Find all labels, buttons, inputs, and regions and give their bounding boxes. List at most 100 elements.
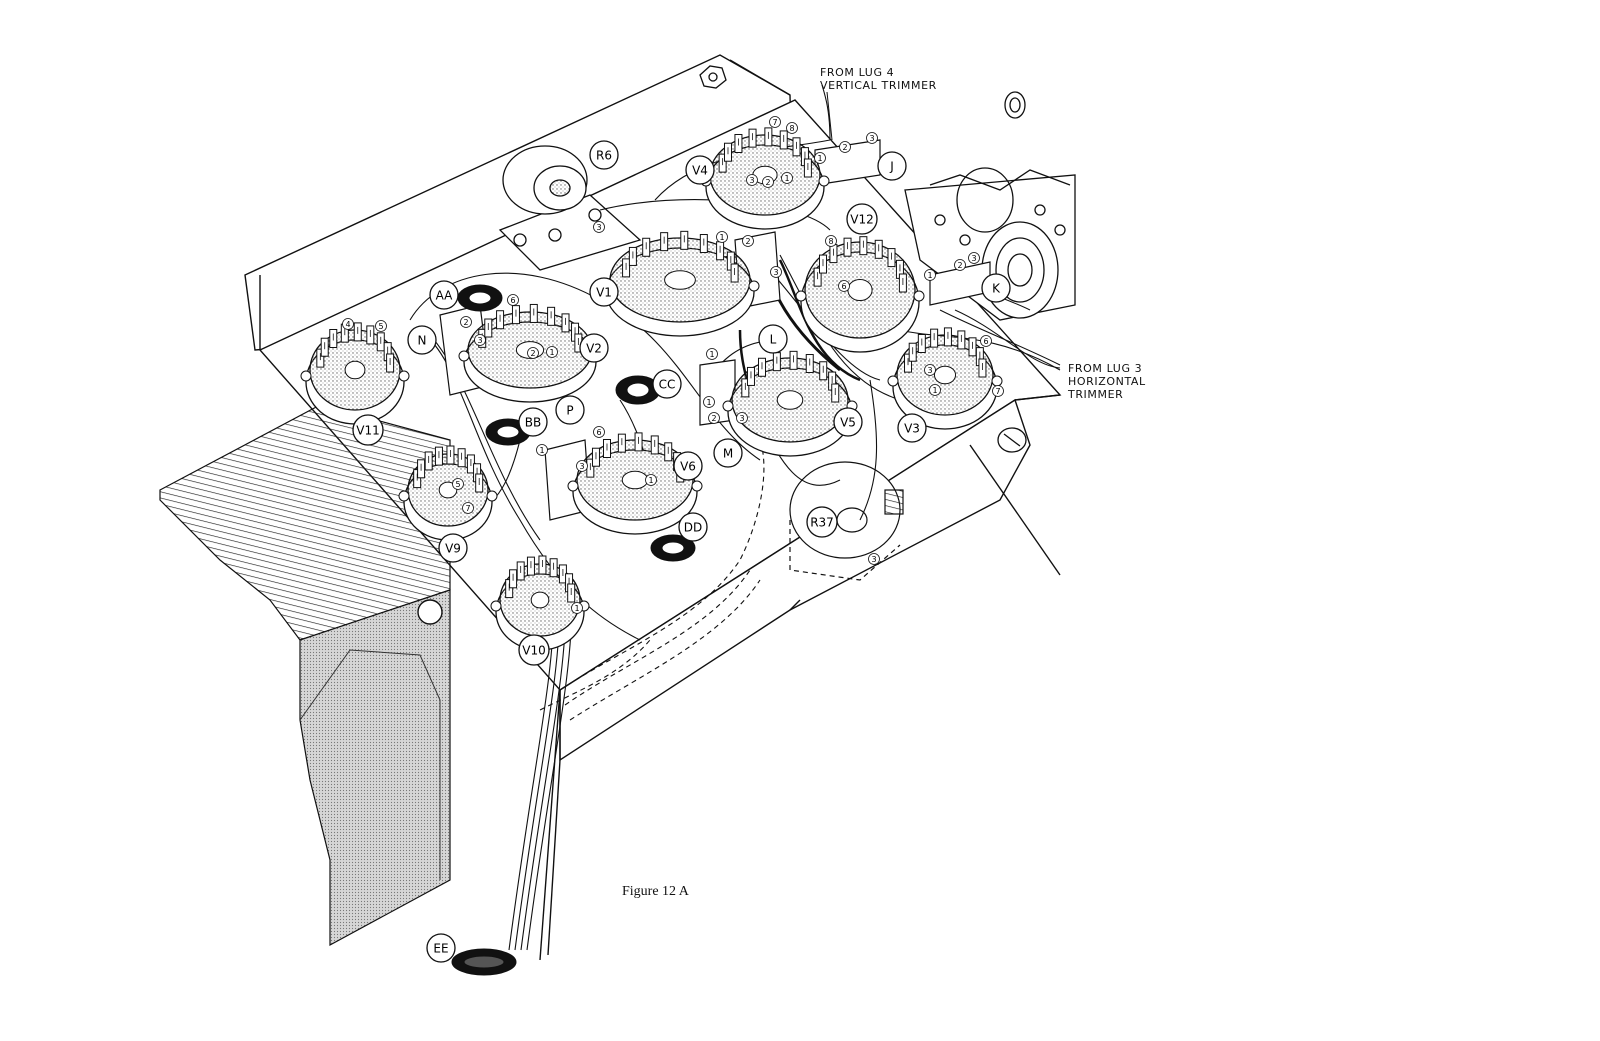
pin-marker: 7	[462, 502, 474, 514]
callout-r37: R37	[806, 506, 838, 538]
callout-text: V6	[680, 460, 696, 474]
pin-marker: 1	[929, 384, 941, 396]
svg-text:1: 1	[709, 350, 714, 359]
svg-text:3: 3	[869, 134, 874, 143]
svg-text:1: 1	[648, 476, 653, 485]
svg-text:1: 1	[927, 271, 932, 280]
callout-v11: V11	[352, 414, 384, 446]
callout-v12: V12	[846, 203, 878, 235]
socket-v3	[887, 327, 1003, 430]
pin-marker: 1	[645, 474, 657, 486]
callout-text: V9	[445, 542, 461, 556]
pin-marker: 1	[703, 396, 715, 408]
svg-text:7: 7	[465, 504, 470, 513]
note-line: VERTICAL TRIMMER	[820, 79, 937, 92]
svg-text:5: 5	[455, 480, 460, 489]
svg-text:1: 1	[817, 154, 822, 163]
pin-marker: 1	[546, 346, 558, 358]
svg-text:1: 1	[574, 604, 579, 613]
svg-text:1: 1	[784, 174, 789, 183]
callout-v2: V2	[579, 333, 609, 363]
callout-text: DD	[684, 521, 702, 535]
socket-v11	[300, 322, 410, 425]
pin-marker: 2	[460, 316, 472, 328]
note-line: FROM LUG 3	[1068, 362, 1143, 375]
pin-marker: 1	[814, 152, 826, 164]
callout-text: N	[418, 334, 427, 348]
callout-text: BB	[525, 416, 541, 430]
callout-dd: DD	[678, 512, 708, 542]
callout-l: L	[758, 324, 788, 354]
svg-text:3: 3	[739, 414, 744, 423]
callout-text: V12	[850, 213, 873, 227]
pin-marker: 2	[839, 141, 851, 153]
callout-n: N	[407, 325, 437, 355]
svg-text:1: 1	[539, 446, 544, 455]
callout-v3: V3	[897, 413, 927, 443]
callout-v6: V6	[673, 451, 703, 481]
note-horizontal-trimmer: FROM LUG 3 HORIZONTAL TRIMMER	[1068, 362, 1146, 401]
pin-marker: 2	[527, 347, 539, 359]
callout-p: P	[555, 395, 585, 425]
svg-text:3: 3	[596, 223, 601, 232]
svg-text:2: 2	[711, 414, 716, 423]
socket-v5	[722, 350, 858, 457]
callout-text: V10	[522, 644, 545, 658]
svg-text:1: 1	[549, 348, 554, 357]
pin-marker: 8	[825, 235, 837, 247]
callout-labels: V1V2V3V4V5V6V9V10V11V12JKLMNPAABBCCDDEER…	[342, 116, 1011, 963]
callout-text: P	[566, 404, 573, 418]
callout-v4: V4	[685, 155, 715, 185]
callout-m: M	[713, 438, 743, 468]
svg-text:3: 3	[971, 254, 976, 263]
callout-bb: BB	[518, 407, 548, 437]
svg-text:6: 6	[510, 296, 515, 305]
callout-k: K	[981, 273, 1011, 303]
svg-text:7: 7	[995, 387, 1000, 396]
note-line: HORIZONTAL	[1068, 375, 1146, 388]
callout-r6: R6	[589, 140, 619, 170]
pin-marker: 1	[571, 602, 583, 614]
pin-marker: 7	[769, 116, 781, 128]
pin-marker: 5	[452, 478, 464, 490]
callout-text: K	[992, 282, 1001, 296]
pin-marker: 2	[708, 412, 720, 424]
pin-marker: 1	[716, 231, 728, 243]
pin-marker: 3	[866, 132, 878, 144]
svg-text:3: 3	[773, 268, 778, 277]
pin-marker: 1	[706, 348, 718, 360]
figure-caption: Figure 12 A	[622, 884, 689, 899]
vertical-trimmer-lead	[826, 91, 833, 141]
callout-v9: V9	[438, 533, 468, 563]
pin-marker: 8	[786, 122, 798, 134]
pin-marker: 1	[536, 444, 548, 456]
svg-text:2: 2	[842, 143, 847, 152]
pin-marker: 3	[770, 266, 782, 278]
pin-marker: 2	[762, 176, 774, 188]
pin-marker: 3	[868, 553, 880, 565]
pin-marker: 1	[781, 172, 793, 184]
svg-text:8: 8	[828, 237, 833, 246]
svg-text:3: 3	[871, 555, 876, 564]
pin-marker: 3	[593, 221, 605, 233]
socket-v4	[700, 127, 830, 230]
svg-text:1: 1	[932, 386, 937, 395]
svg-text:7: 7	[772, 118, 777, 127]
callout-text: M	[723, 447, 733, 461]
svg-text:2: 2	[957, 261, 962, 270]
callout-v10: V10	[518, 634, 550, 666]
socket-v10	[490, 555, 590, 651]
pin-marker: 7	[992, 385, 1004, 397]
callout-text: EE	[433, 942, 448, 956]
callout-v1: V1	[589, 277, 619, 307]
pin-marker: 6	[980, 335, 992, 347]
pin-marker: 4	[342, 318, 354, 330]
callout-j: J	[877, 151, 907, 181]
callout-text: L	[770, 333, 777, 347]
pin-marker: 3	[576, 460, 588, 472]
callout-text: R37	[810, 516, 834, 530]
svg-text:3: 3	[749, 176, 754, 185]
callout-text: CC	[659, 378, 676, 392]
svg-text:6: 6	[841, 282, 846, 291]
